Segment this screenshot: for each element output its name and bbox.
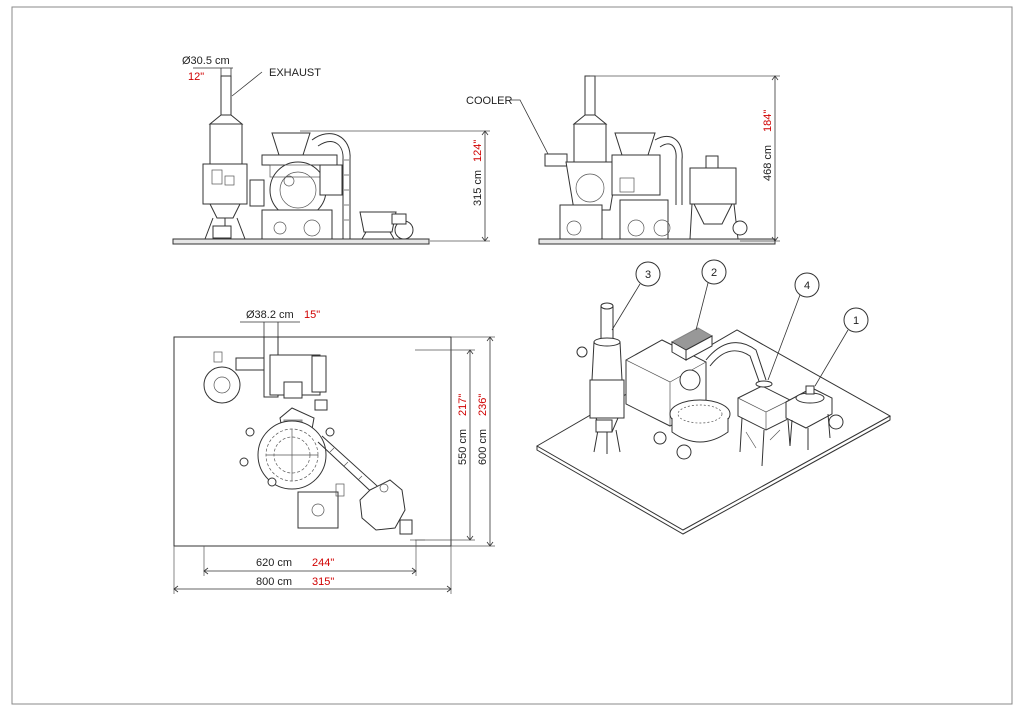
svg-text:3: 3	[645, 269, 651, 281]
front-base-plate	[172, 238, 430, 245]
plan-width-inner-imperial: 244"	[312, 557, 334, 569]
iso-callout-4: 4	[767, 272, 820, 381]
front-cooling-tray	[359, 211, 397, 233]
plan-depth-inner-imperial: 217"	[457, 394, 469, 416]
isometric-view: 3 2 4 1	[536, 259, 892, 535]
plan-width-outer-metric: 800 cm	[256, 576, 292, 588]
plan-depth-outer-metric: 600 cm	[477, 429, 489, 465]
front-height-metric: 315 cm	[472, 170, 484, 206]
plan-chimney-diameter-imperial: 15"	[304, 309, 320, 321]
side-cyclone	[573, 123, 607, 163]
side-green-bean-hopper	[614, 132, 656, 156]
plan-cooler-box	[297, 491, 339, 529]
front-green-bean-hopper	[271, 132, 311, 156]
front-height-imperial: 124"	[472, 140, 484, 162]
plan-depth-outer-imperial: 236"	[477, 394, 489, 416]
svg-text:4: 4	[804, 280, 810, 292]
plan-chimney-diameter-metric: Ø38.2 cm	[246, 309, 294, 321]
plan-floor-outline	[173, 336, 452, 547]
plan-width-inner-metric: 620 cm	[256, 557, 292, 569]
svg-text:2: 2	[711, 267, 717, 279]
front-exhaust-pipe	[220, 75, 232, 117]
side-elevation-view: 468 cm 184" COOLER	[466, 75, 780, 245]
plan-view: Ø38.2 cm 15" 550 cm	[173, 309, 495, 594]
side-height-metric: 468 cm	[762, 145, 774, 181]
side-cooler-unit	[544, 153, 568, 167]
iso-destoner	[737, 385, 791, 431]
svg-text:1: 1	[853, 315, 859, 327]
plan-width-outer-imperial: 315"	[312, 576, 334, 588]
side-cooler-label: COOLER	[466, 95, 513, 107]
plan-destoner	[359, 479, 406, 531]
side-roaster-body	[565, 161, 619, 211]
sheet-frame	[11, 6, 1013, 705]
side-height-imperial: 184"	[762, 110, 774, 132]
front-exhaust-label: EXHAUST	[269, 67, 321, 79]
iso-chimney	[600, 305, 614, 343]
front-cyclone	[209, 123, 243, 165]
front-exhaust-diameter-imperial: 12"	[188, 71, 204, 83]
front-elevation-view: Ø30.5 cm 12" EXHAUST 315 cm 124"	[172, 55, 490, 245]
front-exhaust-diameter-metric: Ø30.5 cm	[182, 55, 230, 67]
iso-callout-2: 2	[695, 259, 727, 331]
side-destoner-unit	[689, 167, 737, 205]
plan-depth-inner-metric: 550 cm	[457, 429, 469, 465]
iso-callout-3: 3	[611, 261, 661, 331]
side-exhaust-pipe	[584, 75, 596, 117]
iso-cyclone	[591, 341, 623, 381]
side-base-plate	[538, 238, 776, 245]
iso-callout-1: 1	[814, 307, 869, 387]
plan-cyclone	[203, 366, 241, 404]
